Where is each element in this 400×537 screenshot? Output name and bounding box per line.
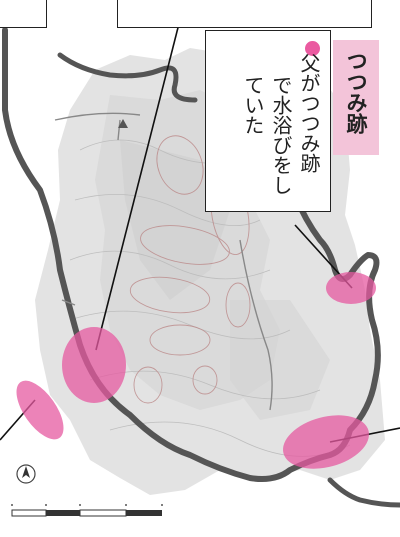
- callout-box-top-left: [0, 0, 47, 28]
- map-title: つつみ跡: [344, 50, 368, 134]
- landmark-icon: [118, 119, 128, 128]
- note-line-2: で水浴びをし: [269, 75, 293, 195]
- highlight-southeast: [283, 415, 369, 469]
- highlight-southwest: [16, 380, 64, 440]
- note-callout: 父がつつみ跡 で水浴びをし ていた: [205, 30, 331, 212]
- note-line-3: ていた: [241, 75, 265, 135]
- north-arrow-icon: [16, 464, 36, 484]
- highlight-west: [62, 327, 126, 403]
- highlight-east: [326, 272, 376, 304]
- callout-box-top-middle: [117, 0, 372, 28]
- bullet-dot-icon: [305, 41, 320, 56]
- title-tag: つつみ跡: [333, 40, 379, 155]
- note-line-1: 父がつつみ跡: [297, 53, 321, 173]
- highlights: [16, 272, 376, 469]
- scale-bar-icon: [11, 504, 163, 517]
